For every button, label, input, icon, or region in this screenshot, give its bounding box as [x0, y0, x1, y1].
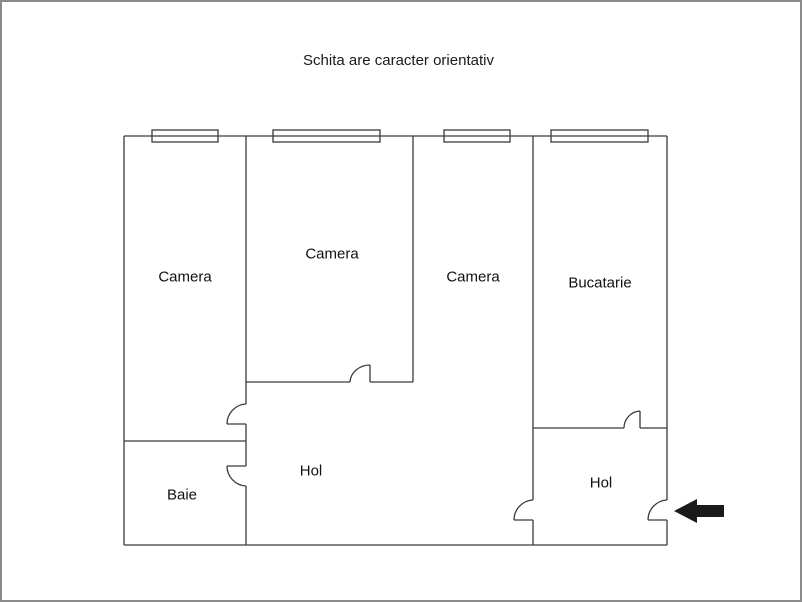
- door-hol-entry: [513, 499, 534, 521]
- room-label-bucatarie: Bucatarie: [568, 274, 632, 292]
- room-label-baie: Baie: [166, 486, 198, 504]
- plan-title: Schita are caracter orientativ: [303, 52, 494, 69]
- room-label-hol-entry: Hol: [589, 474, 613, 492]
- door-entrance: [647, 499, 668, 521]
- door-camera1: [226, 403, 247, 425]
- door-camera2: [349, 364, 371, 383]
- room-label-hol-main: Hol: [299, 462, 323, 480]
- room-label-camera-1: Camera: [158, 268, 212, 286]
- entrance-arrow-icon: [674, 499, 724, 523]
- door-bucatarie: [623, 410, 641, 429]
- room-label-camera-3: Camera: [446, 268, 500, 286]
- door-baie: [226, 465, 247, 487]
- room-label-camera-2: Camera: [305, 245, 359, 263]
